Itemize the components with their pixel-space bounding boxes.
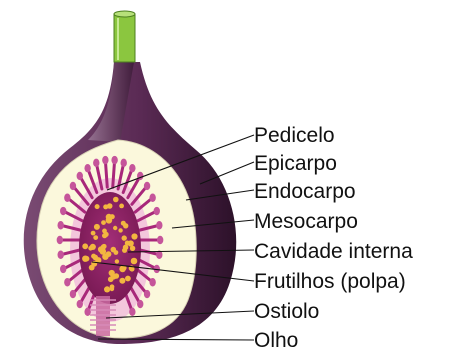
floret-tip: [93, 159, 99, 167]
floret-tip: [157, 236, 163, 244]
label-cavidade-interna: Cavidade interna: [254, 240, 413, 263]
label-ostiolo: Ostiolo: [254, 300, 319, 323]
floret-tip: [129, 164, 135, 172]
floret-tip: [77, 300, 83, 308]
seed-dot: [123, 245, 129, 251]
label-mesocarpo: Mesocarpo: [254, 210, 358, 233]
label-epicarpo: Epicarpo: [254, 152, 337, 175]
seed-dot: [106, 214, 112, 220]
floret-tip: [64, 278, 70, 286]
seed-dot: [110, 287, 115, 292]
label-endocarpo: Endocarpo: [254, 180, 356, 203]
floret-tip: [64, 194, 70, 202]
floret-tip: [102, 156, 108, 164]
seed-dot: [102, 229, 107, 234]
label-frutilhos: Frutilhos (polpa): [254, 270, 406, 293]
floret-tip: [77, 172, 83, 180]
seed-dot: [95, 204, 100, 209]
floret-tip: [129, 308, 135, 316]
seed-dot: [109, 270, 115, 276]
seed-dot: [119, 204, 124, 209]
floret-tip: [111, 156, 117, 164]
floret-tip: [149, 194, 155, 202]
floret-tip: [149, 278, 155, 286]
seed-dot: [115, 259, 119, 263]
seed-dot: [101, 244, 106, 249]
floret-tip: [144, 182, 150, 190]
seed-dot: [82, 256, 88, 262]
seed-dot: [91, 231, 96, 236]
seed-dot: [94, 224, 100, 230]
seed-dot: [114, 250, 119, 255]
seed-dot: [82, 243, 88, 249]
floret-tip: [144, 290, 150, 298]
floret-tip: [70, 182, 76, 190]
seed-dot: [93, 235, 98, 240]
seed-dot: [131, 258, 138, 265]
floret-tip: [84, 308, 90, 316]
seed-dot: [92, 255, 98, 261]
seed-dot: [118, 228, 122, 232]
floret-tip: [137, 300, 143, 308]
fig-stem: [114, 11, 135, 62]
seed-dot: [103, 204, 108, 209]
floret-tip: [154, 207, 160, 215]
seed-dot: [128, 240, 134, 246]
seed-dot: [131, 233, 137, 239]
floret-tip: [60, 207, 66, 215]
floret-tip: [57, 236, 63, 244]
seed-dot: [104, 286, 110, 292]
seed-dot: [119, 278, 125, 284]
floret-tip: [156, 221, 162, 229]
seed-dot: [125, 276, 131, 282]
seed-dot: [123, 223, 128, 228]
label-olho: Olho: [254, 329, 298, 352]
floret-tip: [84, 164, 90, 172]
seed-dot: [106, 251, 112, 257]
floret-tip: [70, 290, 76, 298]
seed-dot: [113, 226, 117, 230]
floret-tip: [57, 251, 63, 259]
floret-tip: [121, 159, 127, 167]
seed-dot: [113, 197, 119, 203]
seed-dot: [122, 235, 127, 240]
seed-dot: [90, 244, 96, 250]
floret-tip: [57, 221, 63, 229]
seed-dot: [102, 233, 107, 238]
seed-dot: [101, 220, 106, 225]
label-pedicelo: Pedicelo: [254, 124, 335, 147]
floret-tip: [60, 265, 66, 273]
